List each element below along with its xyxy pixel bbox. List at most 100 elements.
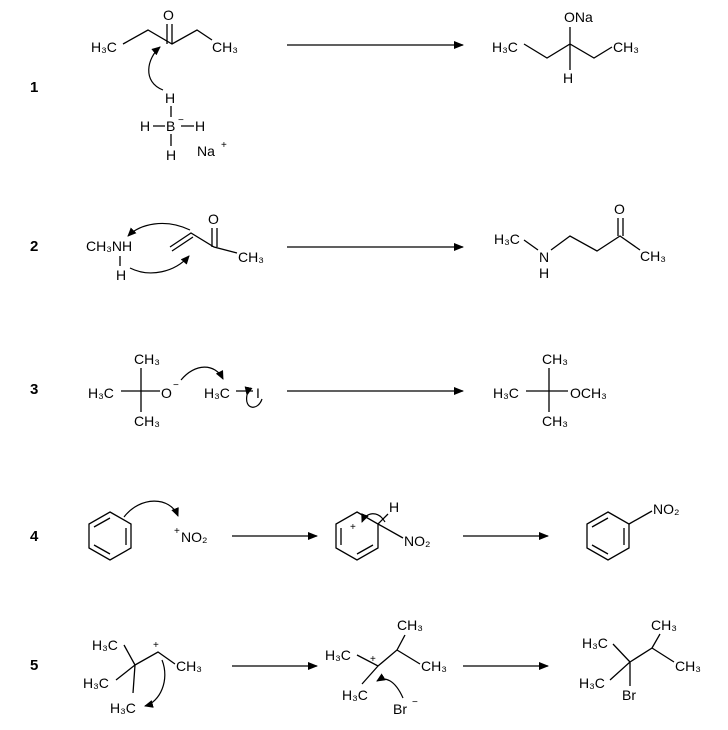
sigma-h: H (389, 499, 399, 515)
p2-skeleton (523, 235, 641, 252)
r5i-left: H₃C (325, 647, 351, 663)
reaction-4-sigma-complex: + H NO₂ (335, 499, 430, 561)
r5i-charge: + (370, 654, 376, 665)
p5-top: CH₃ (651, 617, 677, 633)
bh4-h-left: H (140, 118, 150, 134)
p5-right: CH₃ (675, 658, 701, 674)
p5-left: H₃C (582, 635, 608, 651)
r2-curved-arrow-1 (127, 222, 191, 237)
p2-carbonyl (617, 218, 624, 236)
p5-skeleton (609, 633, 675, 686)
reaction-2-enone: O CH₃ (169, 211, 264, 265)
nitronium-charge: + (174, 526, 180, 537)
p1-bottom: H (563, 70, 573, 86)
alkoxide-top: CH₃ (134, 351, 160, 367)
p3-bottom: CH₃ (542, 413, 568, 429)
p2-h: H (539, 265, 549, 281)
r3-curved-arrow-1 (180, 366, 224, 381)
sigma-curved-arrow (361, 513, 386, 523)
alkoxide-bonds (121, 368, 160, 412)
p5-bromine: Br (622, 687, 636, 703)
r5-curved-arrow (144, 659, 166, 708)
p3-top: CH₃ (542, 351, 568, 367)
nitrobenzene-double-bonds (591, 517, 625, 555)
alkoxide-charge: − (173, 380, 179, 391)
nitrobenzene-ring (586, 511, 630, 561)
r4-curved-arrow (123, 500, 179, 518)
counterion-label: Na (197, 143, 215, 159)
alkyl-carbon: H₃C (204, 385, 230, 401)
reaction-1-product: ONa H₃C CH₃ H (492, 9, 639, 86)
r1-oxygen: O (163, 7, 174, 23)
reaction-4-nitronium: + NO₂ (174, 526, 207, 545)
nitrobenzene-cn-bond (628, 510, 653, 525)
p1-top: ONa (564, 9, 593, 25)
bromide-label: Br (393, 701, 407, 717)
benzene-ring (88, 511, 132, 561)
r5i-top: CH₃ (397, 617, 423, 633)
enone-carbonyl (211, 228, 218, 247)
r1-left-group: H₃C (91, 39, 117, 55)
r5-me2: H₃C (83, 675, 109, 691)
r5i-skeleton (356, 634, 421, 685)
reaction-1-reactant: H₃C O CH₃ (91, 7, 238, 55)
p2-oxygen: O (614, 201, 625, 217)
r5i-bottom: H₃C (342, 687, 368, 703)
p2-left: H₃C (494, 231, 520, 247)
sigma-double-bonds (340, 528, 374, 555)
benzene-double-bonds (93, 517, 127, 555)
reaction-4-benzene (88, 500, 179, 561)
p3-bonds (526, 368, 568, 412)
alkoxide-left: H₃C (88, 385, 114, 401)
counterion-charge: + (221, 140, 227, 151)
p1-right: CH₃ (613, 39, 639, 55)
step-number-4: 4 (30, 528, 39, 545)
bh4-boron: B (166, 118, 175, 134)
step-number-5: 5 (30, 657, 38, 674)
r5-me3: H₃C (110, 700, 136, 716)
bh4-h-right: H (195, 118, 205, 134)
r3-curved-arrow-2 (244, 386, 263, 408)
bromide-curved-arrow (376, 673, 404, 699)
step-number-3: 3 (30, 381, 38, 398)
step-number-2: 2 (30, 238, 38, 255)
bh4-charge: − (178, 115, 184, 126)
r5-me1: H₃C (92, 637, 118, 653)
reaction-5-intermediate: CH₃ H₃C CH₃ H₃C + Br − (325, 617, 447, 717)
sigma-ring (335, 511, 379, 561)
enone-skeleton (169, 232, 238, 254)
enone-oxygen: O (208, 211, 219, 227)
alkoxide-bottom: CH₃ (134, 413, 160, 429)
reaction-2-amine: CH₃NH H (86, 222, 191, 283)
p1-left: H₃C (492, 39, 518, 55)
sigma-substituent: NO₂ (404, 533, 430, 549)
bromide-charge: − (412, 697, 418, 708)
bh4-bonds (153, 106, 194, 146)
reaction-5-product: CH₃ H₃C CH₃ H₃C Br (579, 617, 701, 703)
amine-label: CH₃NH (86, 238, 132, 254)
reaction-5-reactant: H₃C H₃C H₃C CH₃ + (83, 637, 202, 716)
bh4-h-bottom: H (166, 147, 176, 163)
r5i-right: CH₃ (421, 658, 447, 674)
r1-curved-arrow (148, 46, 164, 91)
r5-charge: + (153, 640, 159, 651)
p3-left: H₃C (493, 385, 519, 401)
step-number-1: 1 (30, 79, 38, 96)
enone-methyl: CH₃ (238, 249, 264, 265)
alkyl-halogen: I (256, 385, 260, 401)
p2-nitrogen: N (539, 249, 549, 265)
nitronium-label: NO₂ (181, 529, 207, 545)
nitrobenzene-substituent: NO₂ (653, 501, 679, 517)
reaction-3-alkoxide: CH₃ H₃C CH₃ O − (88, 351, 179, 429)
reaction-3-alkyl-halide: H₃C I (180, 366, 263, 408)
amine-h: H (116, 267, 126, 283)
reaction-4-product: NO₂ (586, 501, 679, 561)
p5-bottom: H₃C (579, 675, 605, 691)
alkoxide-oxygen: O (161, 385, 172, 401)
p3-right: OCH₃ (570, 385, 607, 401)
sigma-charge: + (350, 522, 356, 533)
r1-carbonyl-bond (166, 24, 173, 44)
r2-curved-arrow-2 (129, 255, 190, 274)
p1-skeleton (523, 27, 613, 70)
